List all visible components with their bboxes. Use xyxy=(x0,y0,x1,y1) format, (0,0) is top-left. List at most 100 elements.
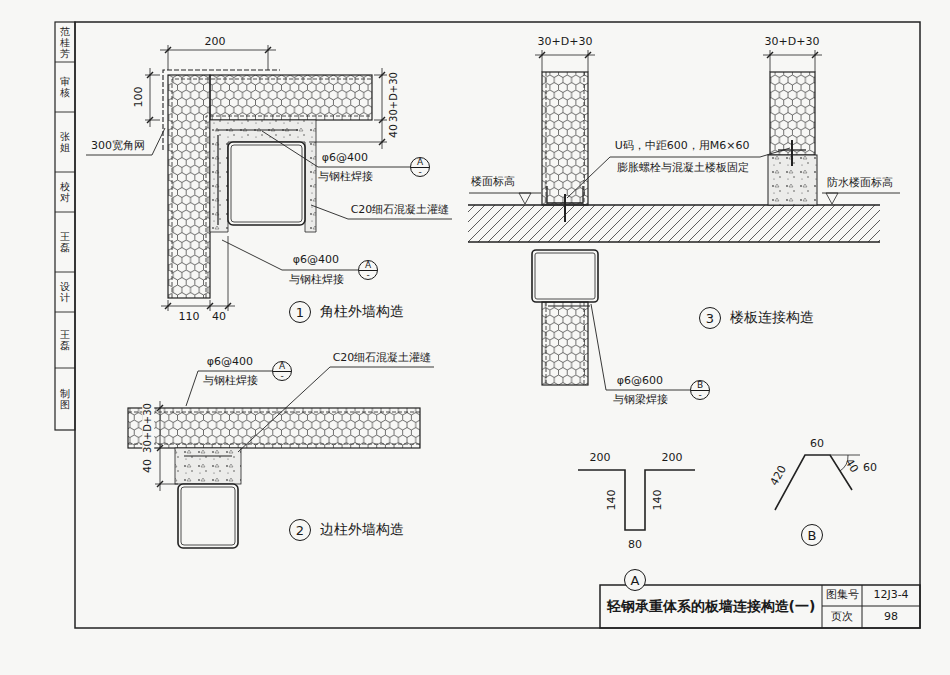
signature-cell: 设计 xyxy=(60,281,70,303)
dimension-tick xyxy=(165,47,171,53)
bracket-details xyxy=(578,470,695,530)
corner-column-detail xyxy=(210,120,316,232)
material-note: C20细石混凝土灌缝 xyxy=(351,204,450,217)
corner-column-detail xyxy=(210,75,372,120)
corner-column-detail xyxy=(163,70,372,298)
level-mark xyxy=(519,193,531,204)
dimension-tick xyxy=(147,117,153,123)
dimension: 40 xyxy=(842,457,860,476)
leader-lines xyxy=(567,148,790,198)
floor-connection-detail xyxy=(468,72,880,385)
signature-cell: 王磊 xyxy=(60,231,70,253)
dimension-tick xyxy=(379,72,385,78)
table-cell: 图集号 xyxy=(826,589,859,602)
rebar-note: 与钢梁焊接 xyxy=(613,394,668,407)
circle-outline: 3 xyxy=(699,307,721,329)
corner-column-detail xyxy=(216,130,298,225)
detail-callout: 1角柱外墙构造 xyxy=(289,301,404,323)
dimension: 140 xyxy=(652,490,665,511)
callout-number: 3 xyxy=(706,311,714,326)
material-note: C20细石混凝土灌缝 xyxy=(333,352,432,365)
sheet-mark: - xyxy=(359,271,377,280)
detail-title: 楼板连接构造 xyxy=(730,309,814,327)
detail-letter: A xyxy=(359,261,377,270)
dimension-line xyxy=(374,75,387,76)
dimension-tick xyxy=(379,117,385,123)
sheet-mark: - xyxy=(691,391,709,400)
dimension: 60 xyxy=(863,462,877,475)
signature-cell: 校对 xyxy=(60,181,70,203)
detail-marker: A- xyxy=(410,157,430,177)
rebar-note: 与钢柱焊接 xyxy=(318,171,373,184)
corner-column-detail xyxy=(228,142,305,225)
dimension-tick xyxy=(157,445,163,451)
rebar-note: φ6@400 xyxy=(293,254,339,267)
level-mark xyxy=(519,193,838,204)
dimension-line xyxy=(145,75,160,76)
dimension: 200 xyxy=(205,36,226,49)
rebar-note: 与钢柱焊接 xyxy=(203,375,258,388)
edge-column-detail xyxy=(184,455,232,456)
dimension-line xyxy=(763,55,822,56)
circle-outline: B xyxy=(801,524,823,546)
rebar-note: φ6@400 xyxy=(322,152,368,165)
sheet-frame xyxy=(75,22,920,628)
rebar-note: φ6@600 xyxy=(617,375,663,388)
signature-cell: 审核 xyxy=(60,76,70,98)
dimension-line xyxy=(309,142,387,143)
edge-column-detail xyxy=(178,484,238,548)
dimension-tick xyxy=(585,52,591,58)
dimension: 40 xyxy=(212,311,226,324)
title-block xyxy=(822,585,920,628)
detail-letter: B xyxy=(691,381,709,390)
title-block xyxy=(600,585,920,628)
dimension-line xyxy=(815,50,816,72)
detail-callout: 3 楼板连接构造 xyxy=(699,307,814,329)
dimension-tick xyxy=(157,481,163,487)
circle-outline: 2 xyxy=(289,519,311,541)
dimension: 420 xyxy=(768,464,789,488)
leader-lines xyxy=(86,128,900,452)
dimension: 80 xyxy=(628,539,642,552)
floor-connection-detail xyxy=(546,72,584,205)
level-note: 楼面标高 xyxy=(471,176,515,189)
dimension-line xyxy=(588,50,589,72)
dimension: 100 xyxy=(133,87,146,108)
callout-number: 2 xyxy=(296,523,304,538)
level-note: 防水楼面标高 xyxy=(827,177,893,190)
dimension-tick xyxy=(539,52,545,58)
detail-label: A xyxy=(624,569,646,591)
floor-connection-detail xyxy=(548,305,590,306)
floor-connection-detail xyxy=(468,205,880,242)
dimension: 30+D+30 xyxy=(765,36,820,49)
leader-lines xyxy=(186,371,272,406)
dimension-line xyxy=(161,306,235,307)
edge-column-detail xyxy=(175,448,241,484)
dimension-line xyxy=(160,50,276,51)
floor-connection-detail xyxy=(468,205,880,242)
detail-letter: A xyxy=(411,158,429,167)
dimension: 40 xyxy=(388,124,401,138)
dimension-tick xyxy=(157,405,163,411)
leader-lines xyxy=(86,128,165,155)
leader-lines xyxy=(222,240,358,270)
level-mark xyxy=(826,193,838,204)
dimension-line xyxy=(160,401,161,491)
rebar-note: 与钢柱焊接 xyxy=(289,274,344,287)
callout-number: B xyxy=(808,528,817,543)
dimension-tick xyxy=(767,52,773,58)
floor-connection-detail xyxy=(546,302,584,385)
leader-lines xyxy=(238,367,434,452)
floor-connection-detail xyxy=(542,302,588,385)
corner-column-detail xyxy=(231,145,302,222)
dimension: 200 xyxy=(590,452,611,465)
dimension-line xyxy=(374,120,387,121)
corner-column-detail xyxy=(172,79,372,298)
bracket-details xyxy=(578,455,860,530)
table-cell: 12J3-4 xyxy=(873,589,908,602)
dimension: 140 xyxy=(606,490,619,511)
dimension-line xyxy=(150,68,151,127)
detail-title: 角柱外墙构造 xyxy=(320,303,404,321)
